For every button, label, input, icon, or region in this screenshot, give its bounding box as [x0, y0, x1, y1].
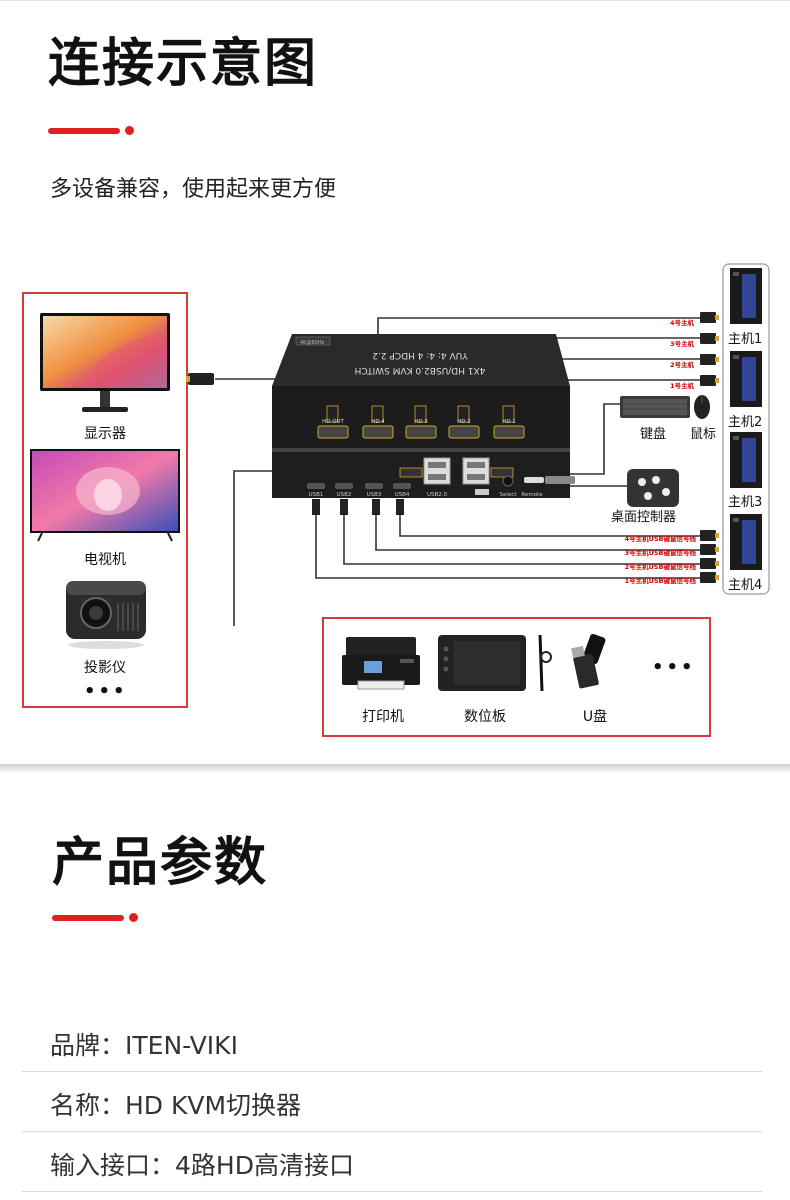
cable-usb4 — [399, 514, 700, 537]
cable-usb3 — [375, 514, 700, 551]
switch-top-label: 4X1 HD/USB2.0 KVM SWITCH — [355, 365, 486, 375]
port-label-usb3: USB3 — [367, 492, 382, 498]
param-row-input: 输入接口：4路HD高清接口 — [22, 1132, 762, 1192]
hd-cable-label-host1: 1号主机 — [670, 381, 695, 390]
host-tower-3 — [730, 432, 762, 488]
usb-cable-label-host1: 1号主机USB键鼠信号线 — [625, 576, 697, 585]
printer-icon — [342, 637, 420, 690]
params-accent-dot — [129, 913, 138, 922]
usb-drive-icon — [571, 633, 606, 689]
section-title-params: 产品参数 — [52, 833, 269, 893]
keyboard-label: 键盘 — [640, 426, 666, 442]
param-input-text: 输入接口：4路HD高清接口 — [50, 1151, 354, 1180]
remote-port-label: Remote — [521, 492, 543, 498]
plug-host2 — [700, 354, 716, 365]
switch-spec-label: YUV 4: 4: 4 HDCP 2.2 — [372, 350, 469, 360]
host-tower-1 — [730, 268, 762, 324]
port-label-hdout: HD OUT — [322, 419, 344, 425]
title-accent-bar — [48, 128, 120, 134]
param-row-name: 名称：HD KVM切换器 — [22, 1072, 762, 1132]
host-tower-4 — [730, 514, 762, 570]
port-label-usb-hub: USB2.0 — [427, 492, 448, 498]
kvm-diagram: 4K@60Hz YUV 4: 4: 4 HDCP 2.2 4X1 HD/USB2… — [186, 263, 770, 626]
usb-cable-label-host4: 4号主机USB键鼠信号线 — [625, 534, 697, 543]
plug-usb3 — [700, 544, 716, 555]
usb-cable-label-host2: 2号主机USB键鼠信号线 — [625, 562, 697, 571]
usb-port-row: USB1 USB2 USB3 USB4 USB2.0 Select — [307, 457, 575, 515]
host-label-1: 主机1 — [728, 332, 762, 347]
section-title-connection: 连接示意图 — [48, 34, 319, 94]
port-label-hd2: HD 2 — [457, 419, 471, 425]
plug-usb2 — [700, 558, 716, 569]
peripheral-label-tablet: 数位板 — [464, 709, 506, 725]
controller-label: 桌面控制器 — [611, 510, 676, 525]
plug-host4 — [700, 312, 716, 323]
peripherals-more-ellipsis: ••• — [652, 657, 696, 678]
title-accent-dot — [125, 126, 134, 135]
display-more-ellipsis: ••• — [84, 681, 128, 702]
display-devices-box — [22, 292, 188, 708]
port-label-usb4: USB4 — [395, 492, 410, 498]
section-subtitle: 多设备兼容，使用起来更方便 — [50, 177, 337, 202]
port-label-usb2: USB2 — [337, 492, 352, 498]
cable-peripherals — [233, 470, 282, 626]
hd-cable-label-host4: 4号主机 — [670, 318, 695, 327]
param-name-text: 名称：HD KVM切换器 — [50, 1091, 302, 1120]
section-divider-shadow — [0, 764, 790, 774]
display-label-projector: 投影仪 — [84, 660, 126, 676]
peripheral-label-usb-drive: U盘 — [582, 709, 608, 725]
plug-usb4 — [700, 530, 716, 541]
tv-icon — [30, 449, 180, 542]
switch-badge: 4K@60Hz — [300, 340, 325, 346]
hd-cable-label-host2: 2号主机 — [670, 360, 695, 369]
select-button-label: Select — [500, 492, 518, 498]
port-label-hd4: HD 4 — [371, 419, 385, 425]
param-row-brand: 品牌：ITEN-VIKI — [22, 1012, 762, 1072]
desktop-controller-icon — [627, 469, 679, 507]
connection-section: 连接示意图 多设备兼容，使用起来更方便 显示器 — [0, 0, 790, 737]
display-label-monitor: 显示器 — [84, 426, 126, 442]
param-brand-text: 品牌：ITEN-VIKI — [50, 1031, 238, 1060]
hosts-frame — [722, 263, 770, 595]
host-label-4: 主机4 — [728, 578, 762, 593]
host-tower-2 — [730, 351, 762, 407]
tablet-icon — [438, 634, 552, 692]
monitor-icon — [40, 313, 170, 412]
projector-icon — [66, 581, 146, 649]
port-label-usb1: USB1 — [309, 492, 324, 498]
hd-port-row: HD OUT HD 4 HD 3 HD 2 HD 1 — [317, 405, 525, 439]
plug-host1 — [700, 375, 716, 386]
port-label-hd1: HD 1 — [502, 419, 516, 425]
params-accent-bar — [52, 915, 124, 921]
host-label-2: 主机2 — [728, 415, 762, 430]
hd-cable-label-host3: 3号主机 — [670, 339, 695, 348]
plug-host3 — [700, 333, 716, 344]
host-label-3: 主机3 — [728, 495, 762, 510]
plug-usb1 — [700, 572, 716, 583]
cable-usb2 — [343, 514, 700, 565]
keyboard-icon — [620, 396, 690, 418]
usb-cable-label-host3: 3号主机USB键鼠信号线 — [625, 548, 697, 557]
mouse-icon — [694, 395, 710, 419]
peripherals-box — [322, 617, 711, 737]
peripheral-label-printer: 打印机 — [362, 709, 404, 725]
display-label-tv: 电视机 — [84, 552, 126, 568]
cable-usb1 — [315, 514, 700, 579]
mouse-label: 鼠标 — [690, 427, 716, 442]
port-label-hd3: HD 3 — [414, 419, 428, 425]
plug-monitor — [188, 373, 214, 385]
